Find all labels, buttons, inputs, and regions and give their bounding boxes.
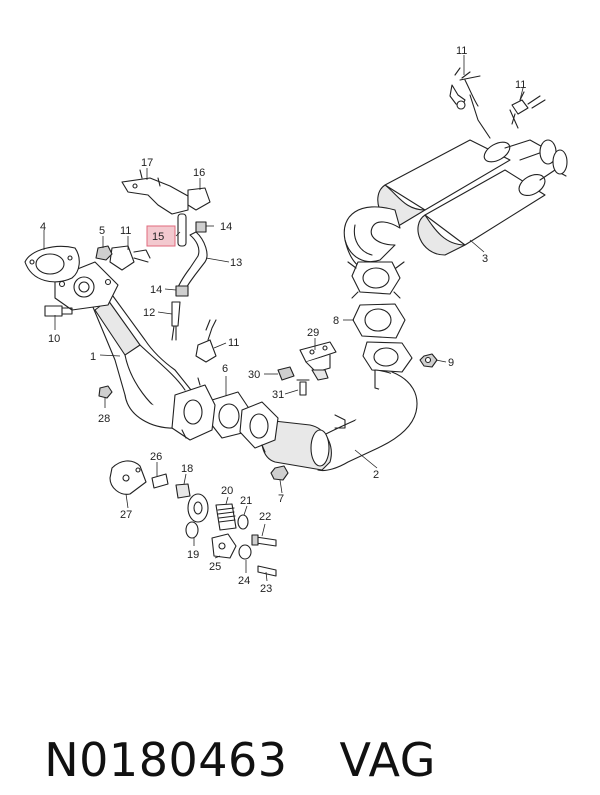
- callout-30: 30: [248, 369, 260, 381]
- nut-7: [270, 465, 289, 481]
- rear-muffler-assembly: [343, 94, 568, 273]
- callout-11-front: 11: [120, 225, 131, 237]
- callout-11-right: 11: [515, 79, 526, 91]
- callout-19: 19: [187, 549, 199, 561]
- callout-21: 21: [240, 495, 252, 507]
- callout-22: 22: [259, 511, 271, 523]
- callout-18: 18: [181, 463, 193, 475]
- callout-4: 4: [40, 221, 46, 233]
- bolt-23: [257, 565, 277, 577]
- callout-2: 2: [373, 469, 379, 481]
- callout-10: 10: [48, 333, 60, 345]
- callout-8: 8: [333, 315, 339, 327]
- callout-26: 26: [150, 451, 162, 463]
- callout-24: 24: [238, 575, 250, 587]
- pipe-12: [171, 301, 181, 341]
- clamp-14-upper: [195, 221, 207, 233]
- washer-19: [185, 493, 209, 539]
- bracket-27: [109, 460, 147, 495]
- callout-5: 5: [99, 225, 105, 237]
- callout-13: 13: [230, 257, 242, 269]
- mount-25: [211, 533, 237, 559]
- nut-9: [419, 353, 438, 368]
- callout-11-top: 11: [456, 45, 467, 57]
- oxygen-sensor-11-front: [109, 245, 151, 271]
- flange-and-gasket-8: [347, 261, 413, 373]
- bolt-22: [251, 534, 277, 547]
- highlight-box-15: [146, 225, 176, 247]
- brand-name: VAG: [339, 733, 436, 787]
- callout-25: 25: [209, 561, 221, 573]
- callout-7: 7: [278, 493, 284, 505]
- exhaust-parts-diagram: 1 2 3 4 5 6 7 8 9 10 11 11 11 11 12 13 1…: [24, 45, 568, 595]
- callout-27: 27: [120, 509, 132, 521]
- middle-pipe-2: [261, 369, 418, 472]
- callout-3: 3: [482, 253, 488, 265]
- callout-6: 6: [222, 363, 228, 375]
- washer-21: [237, 514, 249, 530]
- bolt-26: [151, 473, 169, 489]
- callout-14-upper: 14: [220, 221, 232, 233]
- pipe-15: [177, 213, 187, 247]
- callout-14-lower: 14: [150, 284, 162, 296]
- nut-5: [95, 245, 113, 261]
- gasket-4: [24, 245, 80, 283]
- callout-23: 23: [260, 583, 272, 595]
- callout-16: 16: [193, 167, 205, 179]
- washer-24: [238, 544, 252, 560]
- nut-30: [277, 366, 295, 381]
- callout-29: 29: [307, 327, 319, 339]
- callout-28: 28: [98, 413, 110, 425]
- oxygen-sensor-upper-right: [449, 67, 481, 110]
- callout-31: 31: [272, 389, 284, 401]
- leader-lines: [43, 55, 524, 582]
- callout-11-mid: 11: [228, 337, 239, 349]
- callout-12: 12: [143, 307, 155, 319]
- callout-labels: 1 2 3 4 5 6 7 8 9 10 11 11 11 11 12 13 1…: [40, 45, 526, 595]
- nut-28: [98, 385, 113, 399]
- bracket-29: [299, 341, 337, 381]
- bracket-17: [121, 169, 189, 215]
- clamp-14-lower: [175, 285, 189, 297]
- stud-10: [44, 305, 73, 317]
- spring-20: [215, 503, 237, 531]
- callout-9: 9: [448, 357, 454, 369]
- bushing-18: [175, 483, 191, 499]
- callout-20: 20: [221, 485, 233, 497]
- clip-16: [187, 187, 211, 211]
- flange-center: [171, 377, 279, 453]
- callout-1: 1: [90, 351, 96, 363]
- part-number: N0180463: [44, 733, 288, 787]
- callout-17: 17: [141, 157, 153, 169]
- callout-15: 15: [152, 231, 164, 243]
- part-caption: N0180463 VAG: [14, 655, 594, 787]
- bolt-31: [296, 379, 310, 396]
- oxygen-sensor-far-right: [511, 91, 546, 125]
- oxygen-sensor-11-mid: [195, 319, 217, 363]
